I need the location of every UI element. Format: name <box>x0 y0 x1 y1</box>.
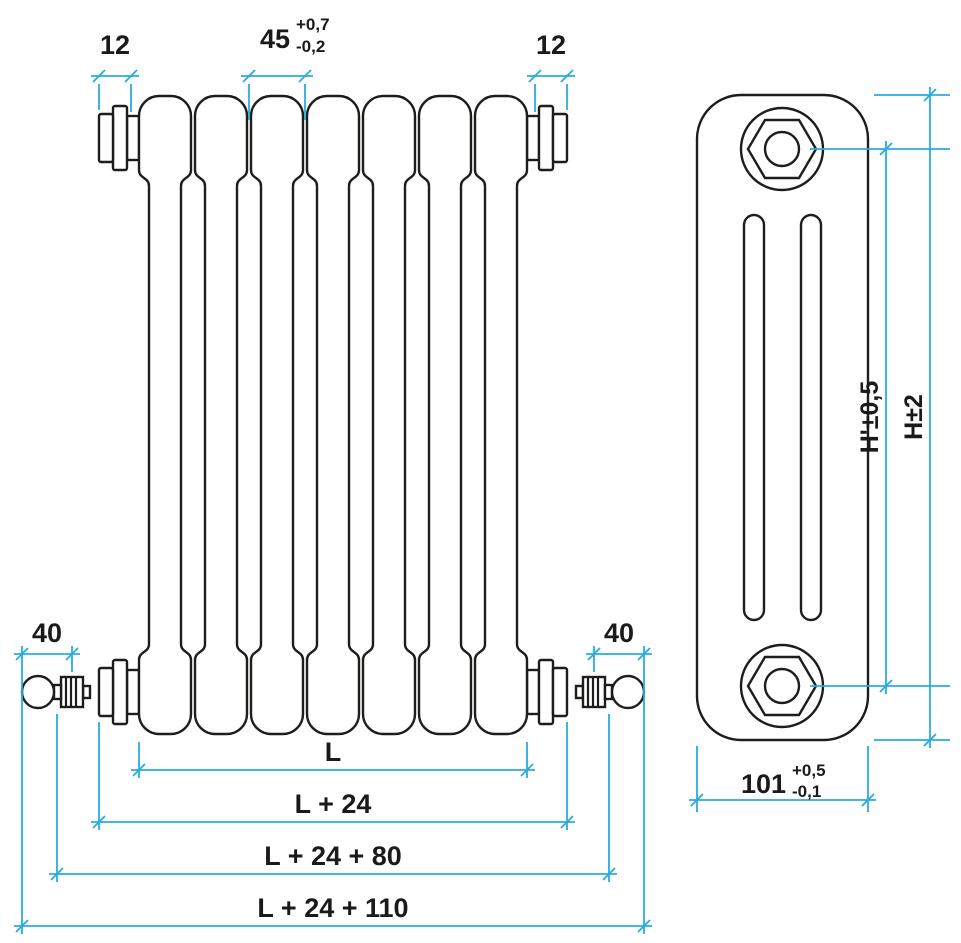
dim-pitch-tol-minus: -0,2 <box>296 37 325 56</box>
dimension-tick <box>587 647 601 661</box>
top-plug <box>739 106 825 192</box>
valve-ball <box>610 674 646 710</box>
radiator-section <box>249 94 305 736</box>
cap-plate <box>111 104 129 172</box>
dimension-tick <box>132 763 146 777</box>
dim-cap-left-label: 12 <box>100 30 130 60</box>
valve-ball <box>20 674 56 710</box>
dimension-tick <box>637 647 651 661</box>
dimension-tick <box>520 763 534 777</box>
column-groove <box>742 213 766 622</box>
dim-valve-left-label: 40 <box>32 618 62 648</box>
radiator-section <box>417 94 473 736</box>
dimension-tick <box>124 69 138 83</box>
bottom-plug <box>739 643 825 729</box>
end-caps <box>97 104 569 726</box>
dimension-tick <box>879 142 893 156</box>
radiator-section <box>193 94 249 736</box>
dim-length-label: L <box>325 737 342 767</box>
dim-depth-label: 101 <box>741 769 786 799</box>
valve-left <box>20 674 92 710</box>
dim-height-centres-label: H'±0,5 <box>856 381 884 454</box>
cap-plate <box>537 658 555 726</box>
dimension-tick <box>242 69 256 83</box>
cap-plate <box>537 104 555 172</box>
dimension-tick <box>861 793 875 807</box>
dimension-tick <box>298 69 312 83</box>
radiator-sections <box>137 94 529 736</box>
cap-plate <box>111 658 129 726</box>
dim-length-overall-label: L + 24 + 110 <box>257 893 408 923</box>
cap-neck <box>525 114 541 162</box>
dimension-tick <box>15 647 29 661</box>
dimension-tick <box>50 867 64 881</box>
dimension-tick <box>528 69 542 83</box>
dim-length-valves-label: L + 24 + 80 <box>264 841 402 871</box>
dimension-tick <box>690 793 704 807</box>
radiator-body-side <box>695 93 870 742</box>
front-view <box>20 94 646 736</box>
radiator-section <box>137 94 193 736</box>
cap-neck <box>525 668 541 716</box>
dim-pitch-tol-plus: +0,7 <box>296 15 330 34</box>
dimension-labels: 12 45 +0,7 -0,2 12 40 40 L L + 24 L + 24… <box>32 15 928 923</box>
valve-right <box>574 674 646 710</box>
dim-depth-tol-minus: -0,1 <box>792 782 821 801</box>
dim-pitch-label: 45 <box>260 24 290 54</box>
radiator-section <box>305 94 361 736</box>
dimension-tick <box>15 919 29 933</box>
dimension-tick <box>879 679 893 693</box>
side-view <box>695 93 870 742</box>
cap-plate <box>551 112 569 164</box>
column-groove <box>799 213 823 622</box>
dim-cap-right-label: 12 <box>536 30 566 60</box>
cap-plate <box>97 112 115 164</box>
cap-neck <box>125 114 141 162</box>
dimension-tick <box>923 733 937 747</box>
cap-neck <box>125 668 141 716</box>
dimension-tick <box>92 815 106 829</box>
cap-plate <box>97 666 115 718</box>
dim-length-caps-label: L + 24 <box>295 789 372 819</box>
plug-bore <box>763 667 801 705</box>
dim-height-overall-label: H±2 <box>900 394 928 440</box>
dimension-tick <box>65 647 79 661</box>
dimension-tick <box>560 815 574 829</box>
dimension-ticks <box>15 69 937 933</box>
plug-bore <box>763 130 801 168</box>
radiator-section <box>473 94 529 736</box>
dimension-tick <box>637 919 651 933</box>
dim-valve-right-label: 40 <box>604 618 634 648</box>
radiator-section <box>361 94 417 736</box>
dimension-tick <box>560 69 574 83</box>
dimension-tick <box>92 69 106 83</box>
dimension-tick <box>923 88 937 102</box>
dimension-lines <box>14 69 950 934</box>
cap-plate <box>551 666 569 718</box>
dim-depth-tol-plus: +0,5 <box>792 761 826 780</box>
dimension-tick <box>602 867 616 881</box>
